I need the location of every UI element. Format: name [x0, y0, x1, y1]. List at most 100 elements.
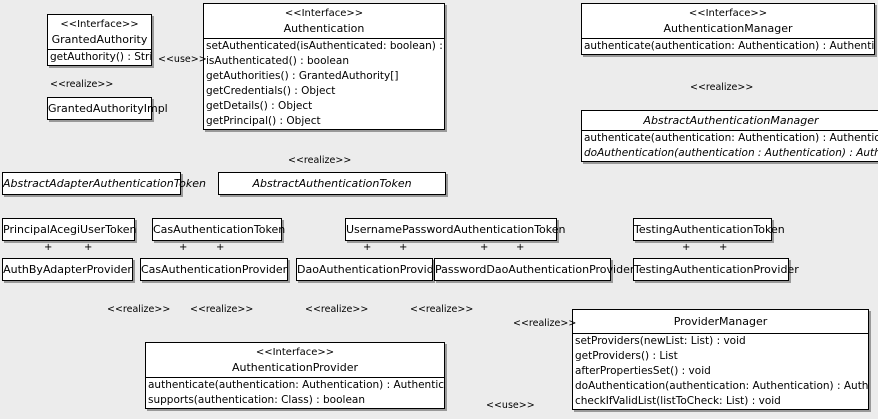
edge-label-use-granted-authority: <<use>> [158, 54, 207, 65]
operation: getAuthority() : String [50, 51, 151, 63]
class-abstract-authentication-manager[interactable]: AbstractAuthenticationManager authentica… [581, 110, 878, 162]
edge-label-use-provider-manager: <<use>> [486, 400, 535, 411]
association-end-marker: + [363, 242, 372, 253]
operation: getCredentials() : Object [206, 85, 336, 97]
class-name: PrincipalAcegiUserToken [3, 223, 137, 236]
edge-label-realize-cas-authentication-provider: <<realize>> [190, 304, 254, 315]
operation: authenticate(authentication: Authenticat… [584, 132, 878, 144]
class-authentication-manager[interactable]: <<Interface>> AuthenticationManager auth… [581, 3, 875, 55]
class-name: Authentication [283, 22, 365, 35]
class-name: AuthByAdapterProvider [3, 263, 132, 276]
operation: getAuthorities() : GrantedAuthority[] [206, 70, 399, 82]
class-name: AbstractAdapterAuthenticationToken [3, 177, 206, 190]
operation: authenticate(authentication: Authenticat… [584, 40, 874, 52]
class-testing-authentication-token[interactable]: TestingAuthenticationToken [633, 218, 785, 241]
class-username-password-authentication-token[interactable]: UsernamePasswordAuthenticationToken [345, 218, 566, 241]
operations-compartment: getAuthority() : String [48, 49, 151, 65]
operation: setProviders(newList: List) : void [575, 335, 746, 347]
operations-compartment: setProviders(newList: List) : void getPr… [573, 333, 868, 409]
operation: supports(authentication: Class) : boolea… [148, 394, 365, 406]
association-end-marker: + [179, 242, 188, 253]
class-name: PasswordDaoAuthenticationProvider [435, 263, 635, 276]
association-end-marker: + [44, 242, 53, 253]
class-header: DaoAuthenticationProvider [297, 259, 445, 280]
class-name: ProviderManager [673, 315, 768, 328]
class-header: <<Interface>> Authentication [204, 4, 444, 38]
class-header: AbstractAdapterAuthenticationToken [3, 173, 206, 194]
stereotype-label: <<Interface>> [688, 8, 768, 19]
edge-label-realize-granted-authority-impl: <<realize>> [50, 79, 114, 90]
class-name: AuthenticationManager [663, 22, 793, 35]
operation: doAuthentication(authentication : Authen… [584, 147, 878, 159]
class-header: AuthByAdapterProvider [3, 259, 132, 280]
class-abstract-adapter-authentication-token[interactable]: AbstractAdapterAuthenticationToken [2, 172, 206, 195]
class-cas-authentication-token[interactable]: CasAuthenticationToken [152, 218, 286, 241]
class-name: GrantedAuthority [51, 33, 148, 46]
class-abstract-authentication-token[interactable]: AbstractAuthenticationToken [218, 172, 446, 195]
class-name: DaoAuthenticationProvider [297, 263, 445, 276]
operation: setAuthenticated(isAuthenticated: boolea… [206, 40, 444, 52]
class-header: UsernamePasswordAuthenticationToken [346, 219, 566, 240]
operations-compartment: authenticate(authentication: Authenticat… [582, 38, 874, 54]
operations-compartment: authenticate(authentication: Authenticat… [582, 130, 878, 161]
operation: authenticate(authentication: Authenticat… [148, 379, 444, 391]
class-dao-authentication-provider[interactable]: DaoAuthenticationProvider [296, 258, 445, 281]
operations-compartment: authenticate(authentication: Authenticat… [146, 377, 444, 408]
class-header: CasAuthenticationProvider [141, 259, 287, 280]
stereotype-label: <<Interface>> [60, 19, 139, 30]
class-name: AuthenticationProvider [231, 361, 359, 374]
class-header: <<Interface>> AuthenticationProvider [146, 343, 444, 377]
class-header: ProviderManager [573, 310, 868, 333]
class-header: GrantedAuthorityImpl [48, 98, 168, 119]
class-principal-acegi-user-token[interactable]: PrincipalAcegiUserToken [2, 218, 137, 241]
operations-compartment: setAuthenticated(isAuthenticated: boolea… [204, 38, 444, 129]
class-header: CasAuthenticationToken [153, 219, 286, 240]
edge-label-realize-abstract-authentication-manager: <<realize>> [690, 82, 754, 93]
class-granted-authority[interactable]: <<Interface>> GrantedAuthority getAuthor… [47, 14, 152, 66]
edge-label-realize-dao-authentication-provider: <<realize>> [305, 304, 369, 315]
operation: afterPropertiesSet() : void [575, 365, 711, 377]
class-provider-manager[interactable]: ProviderManager setProviders(newList: Li… [572, 309, 869, 410]
edge-label-realize-abstract-authentication-token: <<realize>> [288, 155, 352, 166]
operation: doAuthentication(authentication: Authent… [575, 380, 868, 392]
operation: getPrincipal() : Object [206, 115, 321, 127]
edge-label-realize-auth-by-adapter-provider: <<realize>> [107, 304, 171, 315]
class-name: CasAuthenticationToken [153, 223, 286, 236]
class-authentication[interactable]: <<Interface>> Authentication setAuthenti… [203, 3, 445, 130]
class-name: CasAuthenticationProvider [141, 263, 288, 276]
class-name: AbstractAuthenticationToken [252, 177, 412, 190]
class-granted-authority-impl[interactable]: GrantedAuthorityImpl [47, 97, 168, 120]
class-name: UsernamePasswordAuthenticationToken [346, 223, 566, 236]
class-testing-authentication-provider[interactable]: TestingAuthenticationProvider [633, 258, 799, 281]
class-password-dao-authentication-provider[interactable]: PasswordDaoAuthenticationProvider [434, 258, 635, 281]
class-header: <<Interface>> AuthenticationManager [582, 4, 874, 38]
association-end-marker: + [399, 242, 408, 253]
class-authentication-provider[interactable]: <<Interface>> AuthenticationProvider aut… [145, 342, 445, 409]
class-header: TestingAuthenticationToken [634, 219, 785, 240]
class-header: PasswordDaoAuthenticationProvider [435, 259, 635, 280]
class-name: GrantedAuthorityImpl [48, 102, 168, 115]
class-name: TestingAuthenticationProvider [634, 263, 799, 276]
class-cas-authentication-provider[interactable]: CasAuthenticationProvider [140, 258, 288, 281]
class-header: AbstractAuthenticationManager [582, 111, 878, 130]
class-header: PrincipalAcegiUserToken [3, 219, 137, 240]
class-name: TestingAuthenticationToken [634, 223, 785, 236]
stereotype-label: <<Interface>> [284, 8, 364, 19]
edge-label-realize-password-dao-authentication-provider: <<realize>> [410, 304, 474, 315]
operation: getProviders() : List [575, 350, 678, 362]
association-end-marker: + [719, 242, 728, 253]
association-end-marker: + [480, 242, 489, 253]
operation: isAuthenticated() : boolean [206, 55, 349, 67]
operation: getDetails() : Object [206, 100, 313, 112]
association-end-marker: + [516, 242, 525, 253]
operation: checkIfValidList(listToCheck: List) : vo… [575, 395, 781, 407]
class-header: TestingAuthenticationProvider [634, 259, 799, 280]
class-name: AbstractAuthenticationManager [643, 114, 819, 127]
edge-label-realize-provider-manager: <<realize>> [513, 318, 577, 329]
stereotype-label: <<Interface>> [255, 347, 335, 358]
class-auth-by-adapter-provider[interactable]: AuthByAdapterProvider [2, 258, 133, 281]
class-header: <<Interface>> GrantedAuthority [48, 15, 151, 49]
class-header: AbstractAuthenticationToken [219, 173, 445, 194]
association-end-marker: + [84, 242, 93, 253]
